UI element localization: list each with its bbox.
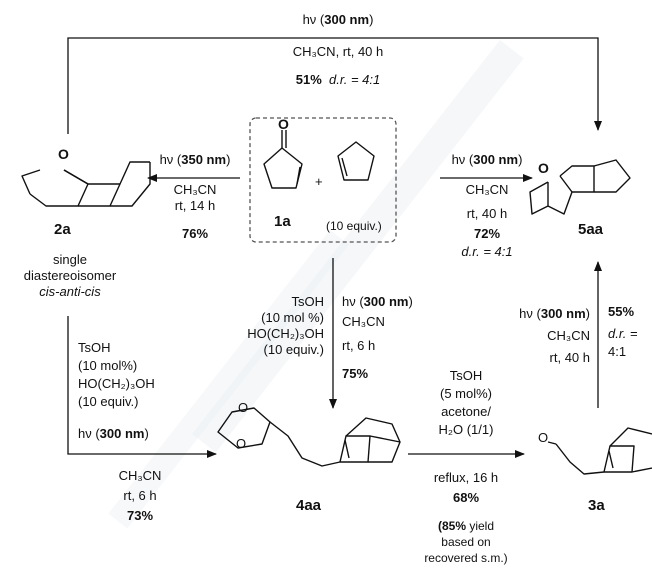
to3a-above-1: TsOH [449, 368, 483, 383]
start-materials-box [249, 117, 397, 243]
atom-o2-4aa: O [236, 436, 247, 451]
cyclopentene-equiv: (10 equiv.) [326, 219, 382, 233]
compound-3a: 3a [588, 497, 605, 514]
structure-2a [21, 161, 151, 207]
upright-time: rt, 40 h [549, 350, 590, 365]
to3a-note-1: (85% yield [437, 519, 495, 533]
to5aa-time: rt, 40 h [466, 206, 508, 221]
top-solvent: CH₃CN, rt, 40 h [292, 44, 384, 59]
compound-4aa: 4aa [296, 497, 322, 514]
atom-o-2a: O [58, 146, 69, 162]
upright-hv: hν (300 nm) [519, 306, 590, 321]
upright-dr-1: d.r. = [608, 326, 638, 341]
atom-o1-4aa: O [238, 400, 249, 415]
structure-4aa [217, 407, 401, 467]
to5aa-solvent: CH₃CN [465, 182, 509, 197]
to5aa-dr: d.r. = 4:1 [461, 244, 513, 259]
to5aa-yield: 72% [473, 226, 501, 241]
to3a-conditions: reflux, 16 h [433, 470, 499, 485]
top-yield-dr: 51% d.r. = 4:1 [295, 72, 381, 87]
to2a-solvent: CH₃CN [173, 182, 217, 197]
structure-5aa [529, 159, 631, 215]
left-reagent-3: HO(CH₂)₃OH [78, 376, 155, 391]
compound-5aa: 5aa [578, 221, 604, 238]
to2a-hv: hν (350 nm) [159, 152, 231, 167]
left-reagent-2: (10 mol%) [78, 358, 138, 373]
upright-dr-2: 4:1 [608, 344, 627, 359]
center-left-2: (10 mol %) [261, 310, 324, 325]
center-yield: 75% [342, 366, 369, 381]
plus-sign: + [315, 174, 323, 189]
atom-o-5aa: O [538, 160, 549, 176]
center-solvent: CH₃CN [342, 314, 385, 329]
to2a-time: rt, 14 h [174, 198, 216, 213]
atom-o-1a: O [278, 116, 289, 132]
left-reagent-4: (10 equiv.) [78, 394, 139, 409]
left-reagent-1: TsOH [78, 340, 111, 355]
to3a-yield: 68% [452, 490, 480, 505]
left-time: rt, 6 h [123, 488, 157, 503]
center-left-1: TsOH [291, 294, 325, 309]
2a-desc-1: single [53, 252, 87, 267]
arrow-left-path [67, 316, 217, 458]
2a-desc-3: cis-anti-cis [39, 284, 101, 299]
2a-desc-2: diastereoisomer [23, 268, 117, 283]
center-left-3: HO(CH₂)₃OH [247, 326, 324, 341]
arrow-top-path [67, 37, 602, 134]
to3a-above-4: H₂O (1/1) [438, 422, 494, 437]
to5aa-hv: hν (300 nm) [451, 152, 523, 167]
compound-2a: 2a [54, 221, 71, 238]
upright-solvent: CH₃CN [547, 328, 590, 343]
compound-1a: 1a [274, 213, 291, 230]
to3a-above-2: (5 mol%) [439, 386, 492, 401]
center-left-4: (10 equiv.) [263, 342, 324, 357]
to2a-yield: 76% [181, 226, 209, 241]
left-yield: 73% [126, 508, 154, 523]
to3a-note-2: based on [441, 535, 491, 549]
structure-1a [263, 130, 303, 189]
to3a-above-3: acetone/ [441, 404, 491, 419]
structure-3a [547, 427, 652, 475]
center-hv: hν (300 nm) [342, 294, 413, 309]
upright-yield: 55% [608, 304, 635, 319]
left-solvent: CH₃CN [118, 468, 162, 483]
to3a-note-3: recovered s.m.) [424, 551, 508, 565]
atom-o-3a: O [538, 430, 549, 445]
center-time: rt, 6 h [342, 338, 376, 353]
left-hv: hν (300 nm) [78, 426, 149, 441]
top-hv: hν (300 nm) [302, 12, 374, 27]
structure-cyclopentene [337, 141, 375, 181]
